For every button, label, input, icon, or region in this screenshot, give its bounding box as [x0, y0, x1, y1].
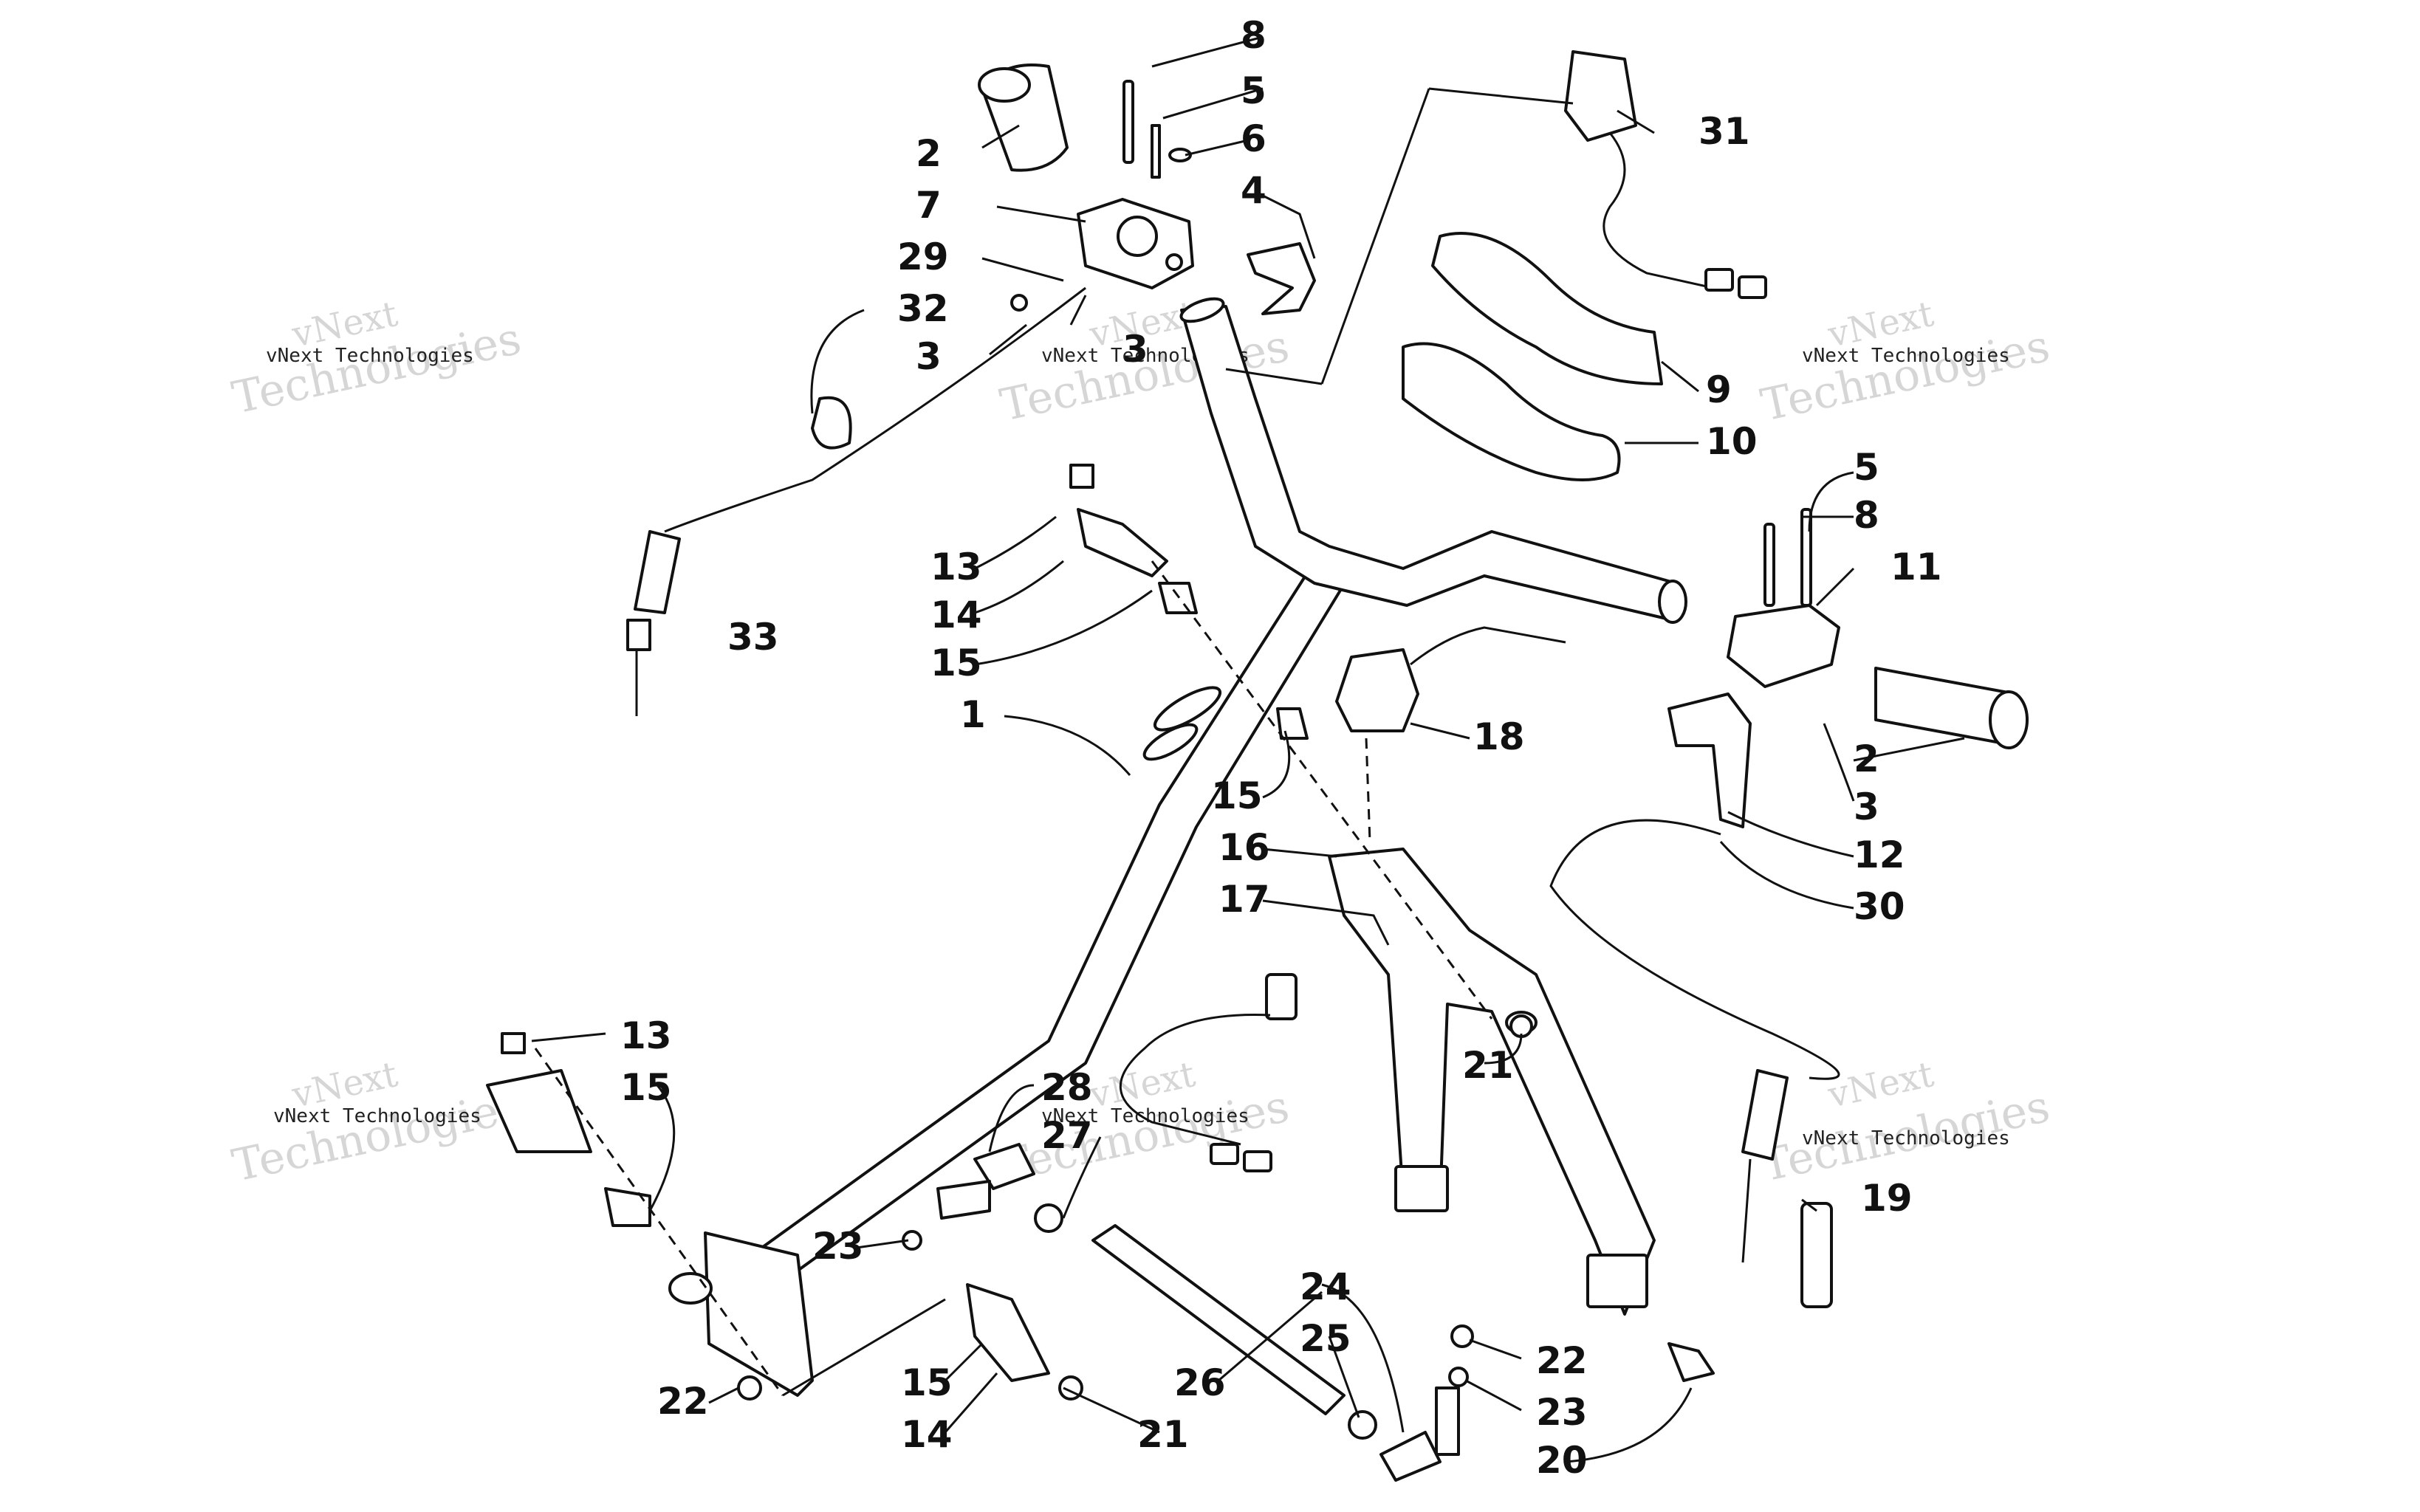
throttle-housing: [1077, 198, 1194, 289]
handlebar-pad-lower: [1402, 342, 1621, 481]
callout-25: 25: [1300, 1317, 1351, 1360]
watermark-bottom-left: vNext Technologies vNext Technologies: [228, 1054, 526, 1192]
callout-12: 12: [1854, 834, 1905, 876]
callout-18: 18: [1473, 715, 1525, 758]
callout-3-center: 3: [1122, 328, 1148, 371]
steering-post: [668, 549, 1353, 1397]
callout-17: 17: [1218, 878, 1270, 921]
right-grip: [1874, 667, 2029, 749]
callout-6: 6: [1241, 117, 1266, 160]
callout-16: 16: [1218, 826, 1270, 869]
callout-33: 33: [727, 616, 779, 659]
callout-3-left: 3: [916, 335, 942, 378]
callout-32: 32: [897, 287, 949, 330]
handlebar-pad-upper: [1431, 232, 1663, 385]
callout-14-top: 14: [930, 594, 982, 636]
kill-switch: [1335, 626, 1566, 732]
callout-8-right: 8: [1854, 494, 1879, 537]
brake-lever: [1667, 693, 1752, 828]
small-hardware: [486, 294, 1715, 1401]
spring: [1800, 1202, 1833, 1308]
callout-27: 27: [1041, 1114, 1093, 1157]
callout-1: 1: [960, 693, 986, 736]
callout-15-left: 15: [620, 1066, 672, 1109]
svg-text:vNext Technologies: vNext Technologies: [1802, 1127, 2010, 1150]
callout-3-right: 3: [1854, 786, 1879, 828]
brake-cable: [1549, 819, 1840, 1263]
callout-23-left: 23: [812, 1225, 864, 1268]
callout-8-top: 8: [1241, 14, 1266, 57]
callout-21-right: 21: [1462, 1044, 1514, 1087]
callout-10: 10: [1706, 420, 1758, 463]
callout-5-top: 5: [1241, 69, 1266, 112]
callout-23-right: 23: [1536, 1391, 1588, 1434]
callout-13-bottom: 13: [620, 1014, 672, 1057]
callout-11: 11: [1891, 546, 1942, 588]
callout-2-left: 2: [916, 132, 942, 175]
callout-19: 19: [1861, 1177, 1913, 1220]
throttle-cable: [626, 286, 1086, 716]
callout-22-left: 22: [657, 1380, 709, 1423]
callout-15-top: 15: [930, 642, 982, 684]
assembly-lines: [534, 87, 1574, 1397]
switch-assembly: [1564, 50, 1767, 299]
svg-text:vNext Technologies: vNext Technologies: [266, 345, 474, 367]
callout-20: 20: [1536, 1439, 1588, 1482]
callout-28: 28: [1041, 1066, 1093, 1109]
throttle-lever: [1247, 242, 1316, 315]
watermark-top-right: vNext Technologies vNext Technologies: [1757, 293, 2054, 432]
handlebar: [1179, 297, 1687, 624]
callout-4: 4: [1241, 169, 1266, 212]
callout-9: 9: [1706, 368, 1732, 411]
callout-2-right: 2: [1854, 738, 1879, 780]
callout-21-bottom: 21: [1137, 1413, 1189, 1456]
callout-22-right: 22: [1536, 1339, 1588, 1382]
svg-text:vNext Technologies: vNext Technologies: [273, 1105, 481, 1127]
rod-ends: [936, 1143, 1460, 1482]
callout-5-right: 5: [1854, 446, 1879, 489]
callout-26: 26: [1174, 1361, 1226, 1404]
callout-7: 7: [916, 184, 942, 227]
callout-13-top: 13: [930, 546, 982, 588]
watermark-top-left: vNext Technologies vNext Technologies: [228, 293, 526, 425]
svg-text:vNext Technologies: vNext Technologies: [1802, 345, 2010, 367]
callout-labels: 1 2 2 3 3 3 4 5 5 6 7 8 8 9 10 11 12 13 …: [620, 14, 1942, 1482]
brake-housing: [1727, 508, 1840, 688]
leader-lines: [531, 35, 1965, 1463]
callout-15-mid: 15: [1211, 774, 1263, 817]
callout-14-bottom: 14: [901, 1413, 953, 1456]
sensor: [1119, 973, 1298, 1172]
left-grip: [978, 63, 1069, 172]
steering-support: [1328, 848, 1656, 1316]
callout-24: 24: [1300, 1265, 1351, 1308]
callout-29: 29: [897, 236, 949, 278]
callout-31: 31: [1699, 110, 1750, 153]
svg-text:vNext Technologies: vNext Technologies: [1041, 1105, 1250, 1127]
pins-screws: [1122, 80, 1192, 179]
callout-15-bottom: 15: [901, 1361, 953, 1404]
callout-30: 30: [1854, 885, 1905, 928]
watermark-bottom-right: vNext Technologies vNext Technologies: [1757, 1054, 2054, 1192]
